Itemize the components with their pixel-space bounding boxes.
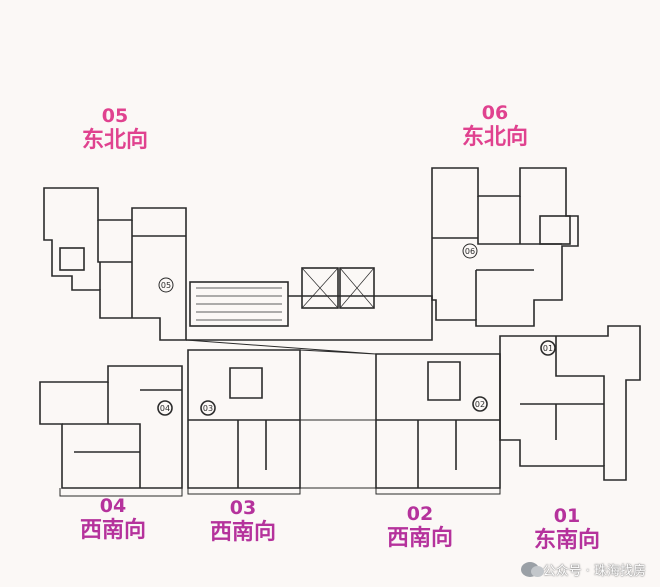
unit-orientation: 西南向 [209,519,276,545]
unit-orientation: 东北向 [81,127,148,153]
unit-label-06: 06 东北向 [455,102,535,150]
plan-unit-number: 04 [160,404,170,413]
plan-unit-number: 01 [543,344,553,353]
unit-orientation: 西南向 [386,525,453,551]
unit-number: 02 [406,503,434,525]
plan-unit-number: 06 [465,247,475,256]
watermark: 公众号 · 珠海找房 [520,560,646,579]
unit-number: 06 [481,102,509,124]
plan-unit-number: 05 [161,281,171,290]
unit-number: 03 [229,497,257,519]
plan-unit-number: 03 [203,404,213,413]
unit-orientation: 东北向 [461,124,528,150]
unit-orientation: 西南向 [79,517,146,543]
wechat-icon [520,562,544,577]
unit-orientation: 东南向 [533,527,600,553]
unit-label-05: 05 东北向 [80,105,150,153]
unit-number: 04 [99,495,127,517]
watermark-text: 公众号 · 珠海找房 [542,564,646,579]
unit-label-04: 04 西南向 [68,495,158,543]
unit-number: 01 [553,505,581,527]
unit-label-02: 02 西南向 [375,503,465,551]
plan-unit-number: 02 [475,400,485,409]
unit-label-01: 01 东南向 [522,505,612,553]
unit-label-03: 03 西南向 [198,497,288,545]
unit-number: 05 [101,105,129,127]
